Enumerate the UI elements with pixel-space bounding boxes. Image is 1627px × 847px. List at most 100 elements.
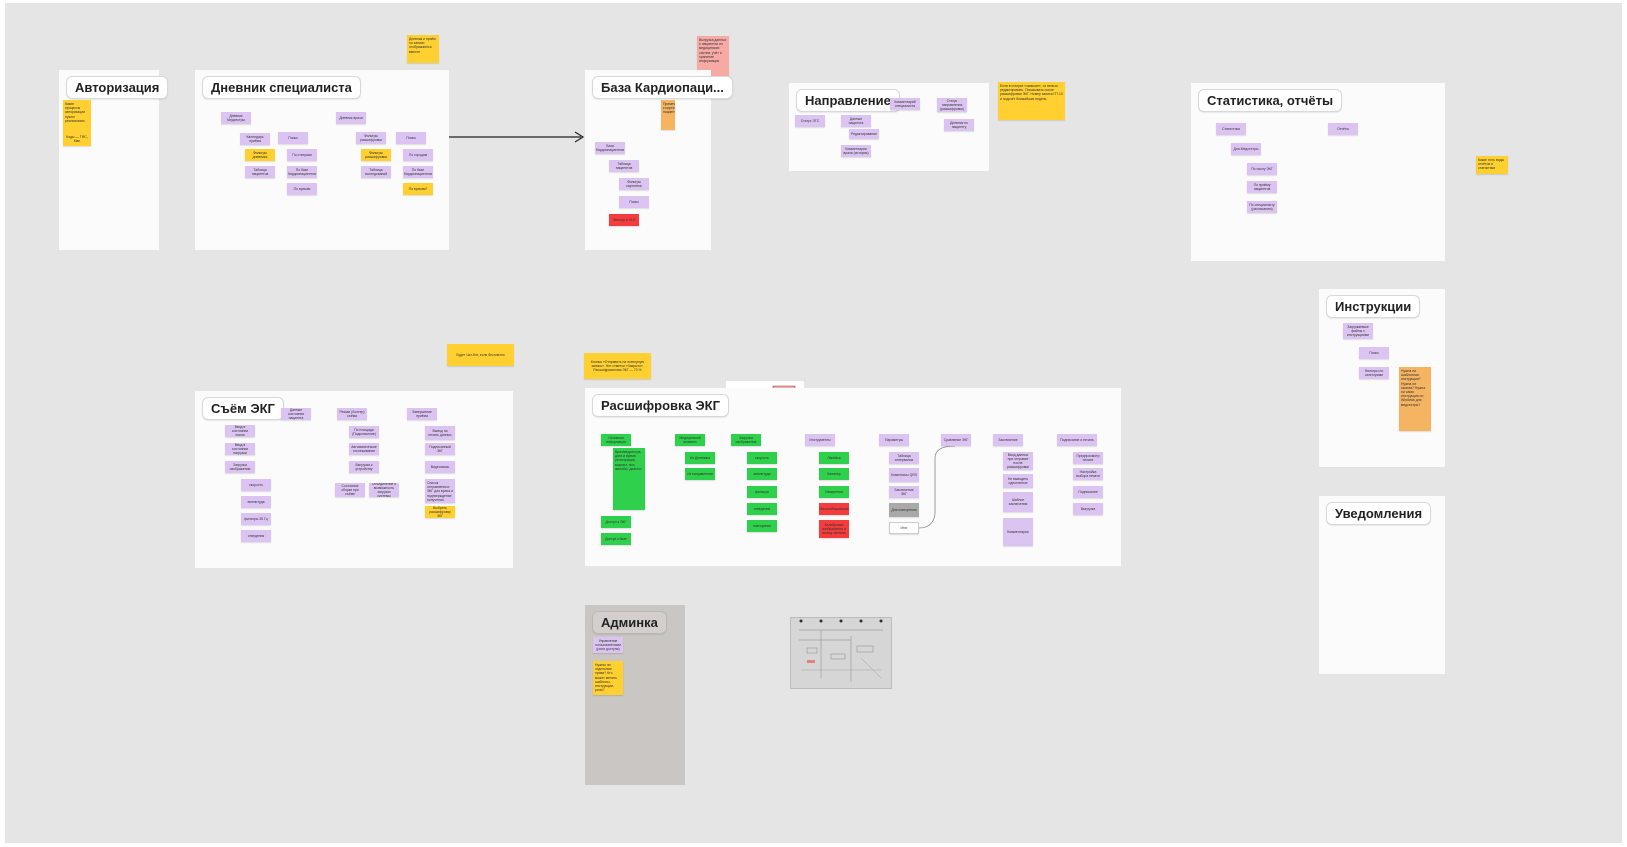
frame-notifications[interactable]: Уведомления [1319,496,1445,674]
sticky-note[interactable]: База Кардиопациентов [595,142,625,154]
sticky-note[interactable]: Поиск [278,132,308,144]
sticky-note[interactable]: Поиск [1359,347,1389,359]
sticky-note[interactable]: Основная информация [601,434,631,446]
sticky-note[interactable]: Заключение ЭКГ [889,486,919,498]
sticky-note[interactable]: Выбрать расшифровку ЭКГ [425,506,455,518]
sticky-note[interactable]: Врач/медсестра, дата и время регистрации… [613,448,645,510]
sticky-note[interactable]: Экспорт в XLS [609,214,639,226]
sticky-note[interactable]: По врачам [287,183,317,195]
frame-cardio-base[interactable]: База Кардиопаци... Примечание к карточке… [585,70,733,250]
sticky-note[interactable]: Ввод в состоянии нагрузки [225,443,255,455]
sticky-note[interactable]: Комплексы QRS [889,468,919,482]
frame-instructions[interactable]: Инструкции Загружаемые файлы с инструкци… [1319,289,1445,467]
sticky-note[interactable]: Управление пользователями (роли доступа) [593,637,623,653]
sticky-note[interactable]: отведения [241,530,271,542]
sticky-note[interactable]: Фильтры расшифровки [356,132,386,144]
sticky-note[interactable]: Ввод в состоянии покоя [225,425,255,437]
sticky-note[interactable]: Шаблон заключения [1003,492,1033,512]
sticky-note[interactable]: Загружаемые файлы с инструкциями [1343,323,1373,339]
sticky-note[interactable]: Будет Чат-бот, если бесплатно [447,344,514,366]
frame-stats[interactable]: Статистика, отчёты Статистика Отчёты Для… [1191,83,1445,261]
frame-diary[interactable]: Дневник специалиста Дневник Медсестры Ка… [195,70,449,250]
sticky-note[interactable]: Подписание и печать [1057,434,1097,446]
sticky-note[interactable]: Отчёты [1328,123,1358,135]
sticky-note[interactable]: амплитуда [747,468,777,480]
sticky-note[interactable]: Параметры [879,434,909,446]
sticky-note[interactable]: Калибровка изображения и выход сигнала [819,520,849,538]
sticky-note[interactable]: Ввод данных при отправке после расшифров… [1003,452,1033,470]
sticky-note[interactable]: Фильтры картотеки [619,178,649,190]
photo-sketch[interactable] [790,617,892,689]
sticky-note[interactable]: Дневник и приём по записи отображаются в… [407,35,439,63]
frame-title[interactable]: База Кардиопаци... [592,76,733,99]
sticky-note[interactable]: Заключение [993,434,1023,446]
sticky-note[interactable]: По врачам? [403,183,433,195]
sticky-note[interactable]: Доступ к ЭКГ [601,516,631,528]
sticky-note[interactable]: Не выводить однотипные [1003,474,1033,488]
sticky-note[interactable]: Выгрузка к устройству [349,461,379,473]
frame-title[interactable]: Расшифровка ЭКГ [592,394,729,417]
frame-ecg-take[interactable]: Съём ЭКГ Ввод в состоянии покоя Ввод в с… [195,391,513,568]
sticky-note[interactable]: Масштабирование [819,503,849,515]
sticky-note[interactable]: скорость [747,452,777,464]
sticky-note[interactable]: Измерения [819,486,849,498]
whiteboard-canvas[interactable]: Авторизация Какие процессы авторизации н… [5,3,1622,843]
sticky-note[interactable]: Медицинский анамнез [675,434,705,446]
sticky-note[interactable]: Дневник врача [336,112,366,124]
sticky-note[interactable]: Загрузка изображения [731,434,761,446]
sticky-note[interactable]: Статистика [1216,123,1246,135]
sticky-note[interactable]: По приёму пациентов [1247,181,1277,193]
sticky-note[interactable]: Таблица интервалов [889,452,919,464]
sticky-note[interactable]: По площади (Подключение) [349,426,379,438]
sticky-note[interactable]: Таблица исследований [361,166,391,178]
sticky-note[interactable]: Календарь приёма [240,133,270,145]
sticky-note[interactable]: Калипер [819,468,849,480]
sticky-note[interactable]: фильтры 35 Гц [241,513,271,525]
sticky-note[interactable]: По статусам [287,149,317,161]
frame-title[interactable]: Съём ЭКГ [202,397,284,420]
frame-title[interactable]: Направление [796,89,900,112]
sticky-note[interactable]: Доступ к базе [601,533,631,545]
sticky-note[interactable]: Какие есть виды отчётов и статистики [1476,156,1508,174]
sticky-note[interactable]: Выгрузка [1073,503,1103,515]
sticky-note[interactable]: По базе Кардиопациентов [287,166,317,178]
sticky-note[interactable]: амплитуда [241,496,271,508]
sticky-note[interactable]: Предпросмотр печати [1073,452,1103,464]
sticky-note[interactable]: Данные состояния пациента [281,408,311,420]
sticky-note[interactable]: Вывод на печать данных [425,426,455,440]
sticky-note[interactable]: Из Дневника [685,452,715,464]
sticky-note[interactable]: Итог [889,522,919,534]
sticky-note[interactable]: Комментарии врача (история) [841,145,871,157]
sticky-note[interactable]: Какие процессы авторизации нужно реализо… [63,100,91,132]
sticky-note[interactable]: Список отправленных ЭКГ для врача и подт… [425,479,455,503]
frame-title[interactable]: Инструкции [1326,295,1421,318]
sticky-note[interactable]: Поиск [619,196,649,208]
frame-ecg-decode[interactable]: Расшифровка ЭКГ Основная информация Врач… [585,388,1121,566]
sticky-note[interactable]: Настройка выбора печати [1073,468,1103,480]
sticky-note[interactable]: Коды — ТФС, Ман [63,132,91,146]
sticky-note[interactable]: Если в статусе «записан», то нельзя реда… [998,82,1065,120]
sticky-note[interactable]: Фильтры расшифровки [361,149,391,161]
sticky-note[interactable]: Комментарий специалиста [890,98,920,110]
sticky-note[interactable]: Загрузка изображения [225,461,255,473]
sticky-note[interactable]: Таблица пациентов [245,166,275,178]
sticky-note[interactable]: скорость [241,479,271,491]
sticky-note[interactable]: Фильтры по категориям [1359,367,1389,379]
frame-title[interactable]: Админка [592,611,667,634]
sticky-note[interactable]: Дневник Медсестры [221,112,251,124]
sticky-note[interactable]: отведения [747,503,777,515]
sticky-note[interactable]: Подписанный ЭКГ [425,443,455,455]
frame-title[interactable]: Авторизация [66,76,169,99]
sticky-note[interactable]: Автоматическое отслеживание [349,443,379,455]
sticky-note[interactable]: повторение [747,520,777,532]
sticky-note[interactable]: Режим (Холтер) съёма [337,408,367,420]
sticky-note[interactable]: По числу ЭКГ [1247,163,1277,175]
sticky-note[interactable]: Комментарии [1003,518,1033,546]
sticky-note[interactable]: Для повторения [889,503,919,517]
sticky-note[interactable]: Таблица пациентов [609,160,639,172]
sticky-note[interactable]: Кнопка «Отправить на повторную запись». … [584,353,651,379]
sticky-note[interactable]: Примечание к карточке пациента [661,100,675,130]
sticky-note[interactable]: Фильтры дневника [245,149,275,161]
frame-admin[interactable]: Админка Управление пользователями (роли … [585,605,685,785]
sticky-note[interactable]: Нужна ли шаблонная инструкция? Нужна ли … [1399,367,1431,431]
